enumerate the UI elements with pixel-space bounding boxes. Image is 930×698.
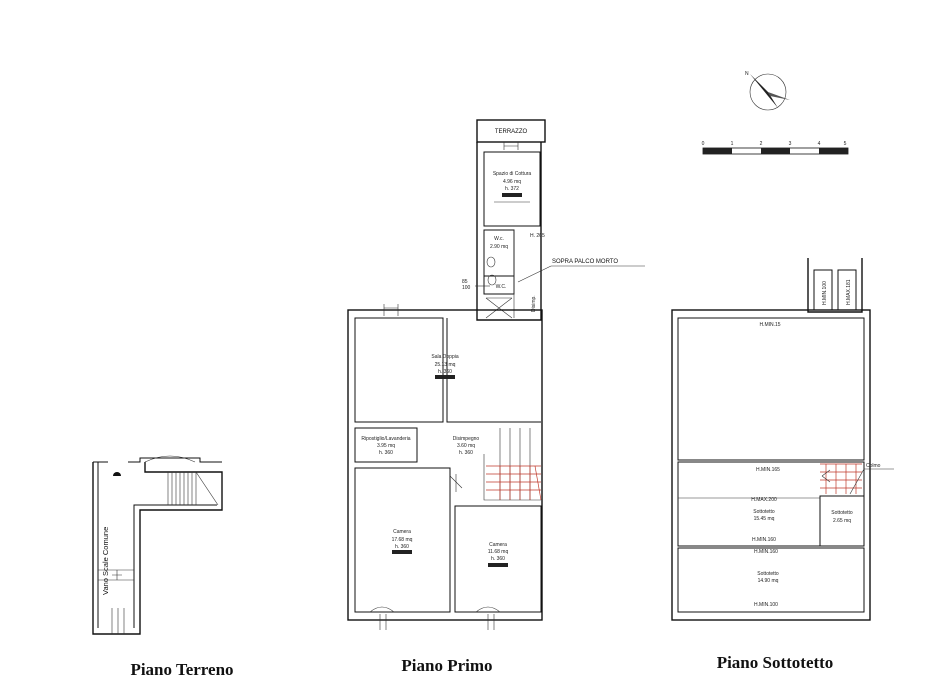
palco-label: SOPRA PALCO MORTO <box>552 259 618 265</box>
toilet-icon <box>487 274 497 286</box>
lamp-icon <box>113 472 121 476</box>
scale-tick: 5 <box>844 141 847 147</box>
rip-name: Ripostiglio/Lavanderia <box>361 436 410 442</box>
hmin160b-label: H.MIN.160 <box>754 549 778 555</box>
stair-label: Vano Scale Comune <box>101 527 110 595</box>
sott3-name: Sottotetto <box>757 571 779 577</box>
vert-label-2: H.MAX.181 <box>846 279 852 305</box>
sott3-area: 14.90 mq <box>758 578 779 584</box>
svg-text:N: N <box>745 71 749 77</box>
sala-area: 25.13 mq <box>435 362 456 368</box>
colmo-label: Colmo <box>866 463 881 469</box>
sala-name: Sala Doppia <box>431 354 458 360</box>
wc1-area: 2.90 mq <box>490 244 508 250</box>
hmax200-label: H.MAX.200 <box>751 497 777 503</box>
sott2-area: 2.65 mq <box>833 518 851 524</box>
piano-primo-plan: TERRAZZO Spazio di Cottura 4.96 mq h. 37… <box>347 119 645 630</box>
dim-100: 100 <box>462 285 471 291</box>
vert-label-1: H.MIN.100 <box>822 281 828 305</box>
sott1-name: Sottotetto <box>753 509 775 515</box>
scale-tick: 4 <box>818 141 821 147</box>
toilet-icon <box>486 256 496 268</box>
scale-tick: 3 <box>789 141 792 147</box>
cottura-area: 4.96 mq <box>503 179 521 185</box>
title-piano-primo: Piano Primo <box>401 656 492 675</box>
cam1-height: h. 360 <box>395 544 409 550</box>
hmin165-label: H.MIN.165 <box>756 467 780 473</box>
piano-sottotetto-plan: N 0 1 2 3 4 5 H.MIN.100 H.MAX.181 H.MIN.… <box>671 71 894 621</box>
sala-height: h. 360 <box>438 369 452 375</box>
piano-terreno-plan: Vano Scale Comune <box>92 455 223 635</box>
cam2-height: h. 360 <box>491 556 505 562</box>
title-piano-terreno: Piano Terreno <box>130 660 233 679</box>
cam2-area: 11.68 mq <box>488 549 509 555</box>
dis-height: h. 360 <box>459 450 473 456</box>
north-arrow-icon: N <box>745 71 790 111</box>
cam1-area: 17.68 mq <box>392 537 413 543</box>
dim-85: 85 <box>462 279 468 285</box>
h265-label: H. 265 <box>530 233 545 239</box>
cottura-height: h. 372 <box>505 186 519 192</box>
terrazzo-label: TERRAZZO <box>495 129 528 135</box>
sott1-area: 15.45 mq <box>754 516 775 522</box>
rip-area: 3.95 mq <box>377 443 395 449</box>
cottura-name: Spazio di Cottura <box>493 171 532 177</box>
wc1-name: W.c. <box>494 236 504 242</box>
disimp-side-label: Disimp. <box>531 295 537 312</box>
scale-tick: 1 <box>731 141 734 147</box>
scale-tick: 0 <box>702 141 705 147</box>
hmin100-label: H.MIN.100 <box>754 602 778 608</box>
cam2-name: Camera <box>489 542 507 548</box>
scale-bar: 0 1 2 3 4 5 <box>702 141 849 155</box>
rip-height: h. 360 <box>379 450 393 456</box>
hmin15-label: H.MIN.15 <box>759 322 780 328</box>
scale-tick: 2 <box>760 141 763 147</box>
sott2-name: Sottotetto <box>831 510 853 516</box>
dis-name: Disimpegno <box>453 436 480 442</box>
title-piano-sottotetto: Piano Sottotetto <box>717 653 834 672</box>
cam1-name: Camera <box>393 529 411 535</box>
wc2-name: W.C. <box>496 284 507 290</box>
dis-area: 3.60 mq <box>457 443 475 449</box>
hmin160a-label: H.MIN.160 <box>752 537 776 543</box>
